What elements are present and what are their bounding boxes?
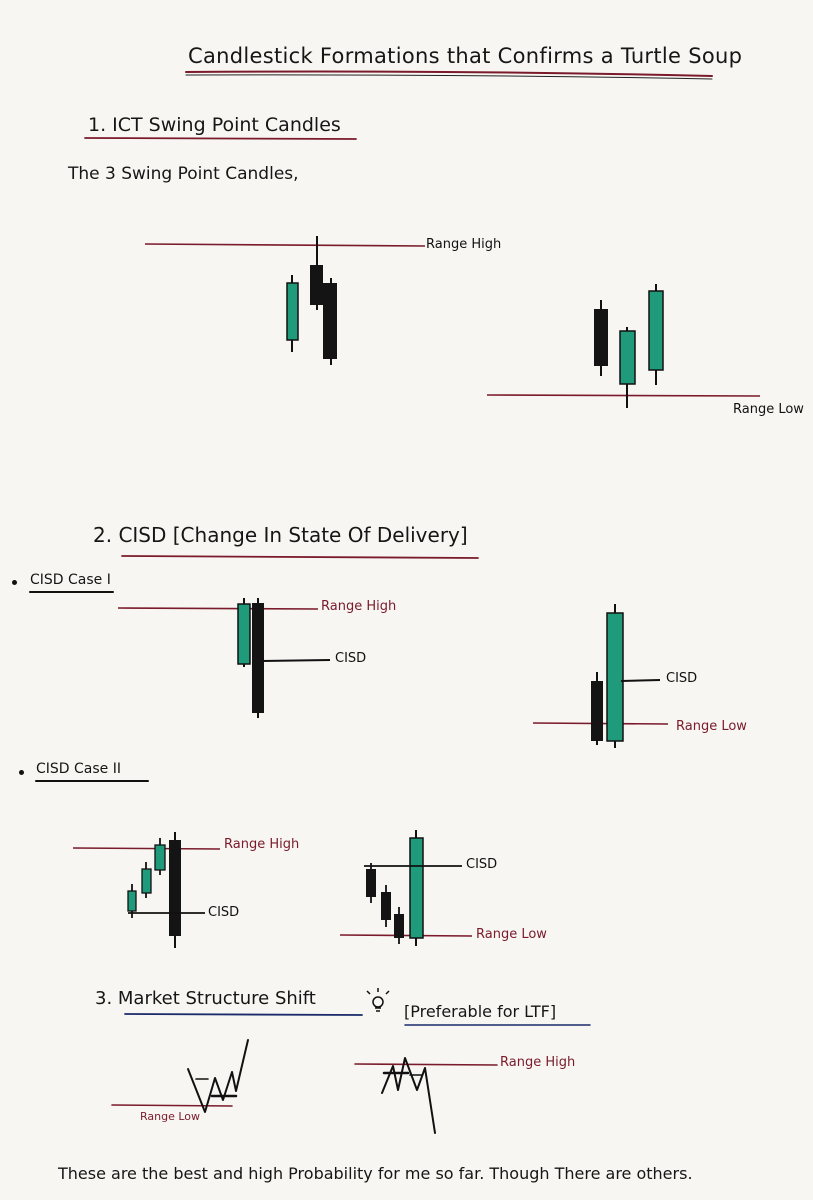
c2-g4-body <box>409 837 424 939</box>
s1-c3-body <box>323 283 337 359</box>
cisd-case1-left-diagram <box>117 598 331 718</box>
c2-range-high-line <box>72 847 221 850</box>
c2-b3-body <box>381 892 391 920</box>
c2-range-low-label: Range Low <box>476 927 547 942</box>
section2-heading: 2. CISD [Change In State Of Delivery] <box>93 523 468 547</box>
c2-range-high-label: Range High <box>224 837 300 852</box>
cisd-case2-title: CISD Case II <box>36 761 121 777</box>
s3-underline <box>124 1013 363 1016</box>
c1-cisd-left-line <box>261 659 331 662</box>
c2-cisd-left-label: CISD <box>208 905 240 920</box>
mss-right-diagram <box>354 1057 498 1134</box>
mss-range-high-line <box>354 1063 498 1066</box>
cisd-case1-title: CISD Case I <box>30 572 111 588</box>
s1-underline <box>84 137 357 140</box>
title-underline <box>185 70 713 77</box>
c1-cisd-right-label: CISD <box>666 671 698 686</box>
title-underline-2 <box>185 74 713 80</box>
cisd-case2-right-diagram <box>339 830 473 946</box>
c2-range-low-line <box>339 934 473 937</box>
section1-intro: The 3 Swing Point Candles, <box>68 164 299 184</box>
s3-range-low-label: Range Low <box>140 1110 201 1123</box>
mss-right-zigzag <box>381 1057 436 1134</box>
s1-range-high-line <box>144 243 426 247</box>
c2-g3-body <box>154 844 166 871</box>
c2-g1-body <box>127 890 137 912</box>
bullet-case2 <box>19 770 24 775</box>
s1-c1-body <box>286 282 299 341</box>
c1-range-high-label: Range High <box>321 599 397 614</box>
c1-b-body <box>252 603 264 713</box>
c1-g-body <box>237 603 251 665</box>
s1-range-low-line <box>486 394 761 397</box>
mss-range-low-line <box>111 1104 233 1107</box>
c2-b2-body <box>366 869 376 897</box>
s1-c5-body <box>619 330 636 385</box>
c1-cisd-right-line <box>620 679 661 682</box>
swing-high-diagram <box>144 236 426 365</box>
c1-g2-body <box>606 612 624 742</box>
c1-range-low-label: Range Low <box>676 719 747 734</box>
footer-note: These are the best and high Probability … <box>58 1164 693 1183</box>
swing-low-diagram <box>486 284 761 408</box>
s1-c2-body <box>310 265 323 305</box>
mss-left-diagram <box>111 1039 249 1113</box>
section1-heading: 1. ICT Swing Point Candles <box>88 114 341 136</box>
s1-range-low-label: Range Low <box>733 402 804 417</box>
bullet-case1 <box>12 580 17 585</box>
s1-c4-body <box>594 309 608 366</box>
c1-b2-body <box>591 681 603 741</box>
c2-cisd-right-label: CISD <box>466 857 498 872</box>
c1-cisd-left-label: CISD <box>335 651 367 666</box>
c2-b1-body <box>169 840 181 936</box>
mss-left-zigzag <box>187 1039 249 1113</box>
s2-underline <box>121 555 479 559</box>
section3-note: [Preferable for LTF] <box>404 1002 557 1021</box>
s3-range-high-label: Range High <box>500 1055 576 1070</box>
lightbulb-icon <box>366 988 390 1012</box>
cisd-case2-left-diagram <box>72 832 221 948</box>
c2-b4-body <box>394 914 404 938</box>
s1-c6-body <box>648 290 664 371</box>
cisd-case1-right-diagram <box>532 604 669 748</box>
c1-range-high-line <box>117 607 319 610</box>
page-title: Candlestick Formations that Confirms a T… <box>188 44 743 68</box>
section3-heading: 3. Market Structure Shift <box>95 988 316 1009</box>
c2-g2-body <box>141 868 152 894</box>
s1-range-high-label: Range High <box>426 237 502 252</box>
